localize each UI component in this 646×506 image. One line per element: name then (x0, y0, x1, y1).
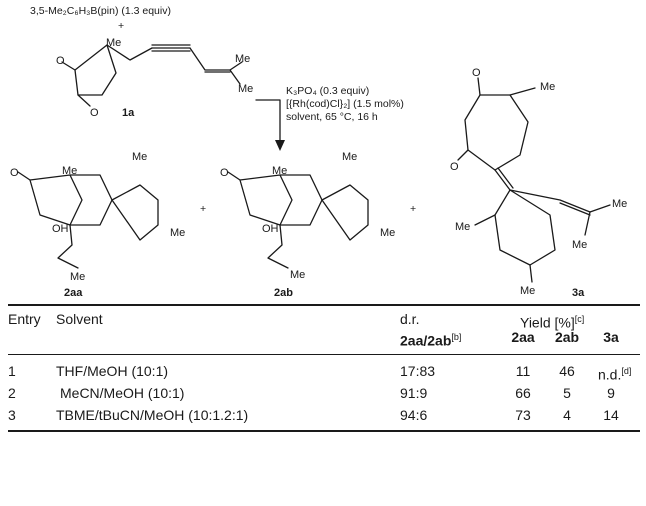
product-2aa-methyl: Me (62, 165, 77, 177)
row-1-yield-2ab: 46 (559, 363, 575, 379)
row-1-yield-3a-footnote: [d] (621, 366, 632, 376)
header-dr-sub-b: 2ab (427, 332, 452, 349)
reaction-scheme: 3,5-Me₂C₆H₃B(pin) (1.3 equiv) + O O Me M… (10, 5, 627, 299)
product-2aa-isopropenyl-methyl: Me (70, 271, 85, 283)
condition-line-3: solvent, 65 °C, 16 h (286, 111, 378, 123)
row-2-yield-2aa: 66 (515, 385, 531, 401)
row-1-solvent: THF/MeOH (10:1) (56, 363, 169, 379)
header-dr: d.r. (400, 311, 420, 327)
header-dr-ratio: 2aa/2ab[b] (400, 332, 462, 349)
table-header-rule (8, 354, 640, 355)
product-2ab-isopropenyl-methyl: Me (290, 269, 305, 281)
header-col-2ab: 2ab (554, 329, 580, 345)
row-3-dr: 94:6 (400, 407, 428, 423)
header-yield-footnote: [c] (574, 314, 585, 324)
row-1-yield-3a-value: n.d. (598, 366, 622, 383)
product-3a-aryl-methyl-2: Me (520, 285, 535, 297)
row-3-yield-3a: 14 (603, 407, 619, 423)
header-dr-footnote: [b] (451, 332, 462, 342)
product-2aa-aryl-methyl-1: Me (132, 151, 147, 163)
table-top-rule (8, 304, 640, 306)
row-1-entry: 1 (8, 363, 16, 379)
header-col-2aa: 2aa (511, 329, 535, 345)
header-yield-text: Yield [%] (520, 314, 575, 331)
product-3a-label: 3a (572, 287, 585, 299)
product-2aa-structure: O Me OH Me Me Me 2aa (10, 151, 185, 299)
product-2aa-oxygen: O (10, 167, 19, 179)
product-2ab-methyl: Me (272, 165, 287, 177)
product-3a-alkene-methyl-1: Me (612, 198, 627, 210)
reagent-plus-sign: + (118, 20, 124, 32)
row-1-yield-3a: n.d.[d] (598, 362, 631, 384)
row-3-solvent: TBME/tBuCN/MeOH (10:1.2:1) (56, 407, 249, 423)
product-3a-oxygen-2: O (450, 161, 459, 173)
product-2aa-hydroxyl: OH (52, 223, 69, 235)
product-3a-ring-methyl: Me (540, 81, 555, 93)
row-3-entry: 3 (8, 407, 16, 423)
product-2ab-aryl-methyl-1: Me (342, 151, 357, 163)
substrate-methyl-3: Me (238, 83, 253, 95)
product-3a-aryl-methyl-1: Me (455, 221, 470, 233)
reagent-text: 3,5-Me₂C₆H₃B(pin) (1.3 equiv) (30, 5, 171, 17)
product-2ab-hydroxyl: OH (262, 223, 279, 235)
header-yield: Yield [%][c] (520, 310, 584, 332)
row-2-yield-3a: 9 (607, 385, 615, 401)
substrate-1a-structure: O O Me Me Me 1a (56, 37, 253, 119)
product-2ab-label: 2ab (274, 287, 293, 299)
row-2-yield-2ab: 5 (563, 385, 571, 401)
row-2-dr: 91:9 (400, 385, 428, 401)
product-2ab-structure: O Me OH Me Me Me 2ab (220, 151, 395, 299)
product-3a-alkene-methyl-2: Me (572, 239, 587, 251)
header-solvent: Solvent (56, 311, 103, 327)
product-3a-structure: O O Me Me Me Me Me 3a (450, 67, 627, 299)
product-2ab-oxygen: O (220, 167, 229, 179)
reaction-arrow (255, 99, 285, 151)
substrate-methyl: Me (106, 37, 121, 49)
product-2aa-label: 2aa (64, 287, 83, 299)
header-col-3a: 3a (603, 329, 619, 345)
substrate-label: 1a (122, 107, 135, 119)
plus-sign-1: + (200, 203, 206, 215)
substrate-methyl-2: Me (235, 53, 250, 65)
row-1-dr: 17:83 (400, 363, 436, 379)
row-1-yield-2aa: 11 (515, 363, 531, 379)
header-dr-sub-a: 2aa (400, 332, 424, 349)
table-bottom-rule (8, 430, 640, 432)
condition-line-1: K₃PO₄ (0.3 equiv) (286, 85, 369, 97)
product-3a-oxygen-1: O (472, 67, 481, 79)
row-2-solvent: MeCN/MeOH (10:1) (60, 385, 185, 401)
header-entry: Entry (8, 311, 41, 327)
condition-line-2: [{Rh(cod)Cl}₂] (1.5 mol%) (286, 98, 404, 110)
plus-sign-2: + (410, 203, 416, 215)
row-3-yield-2ab: 4 (563, 407, 571, 423)
substrate-oxygen-2: O (90, 107, 99, 119)
product-2ab-aryl-methyl-2: Me (380, 227, 395, 239)
substrate-oxygen-1: O (56, 55, 65, 67)
row-3-yield-2aa: 73 (515, 407, 531, 423)
row-2-entry: 2 (8, 385, 16, 401)
product-2aa-aryl-methyl-2: Me (170, 227, 185, 239)
